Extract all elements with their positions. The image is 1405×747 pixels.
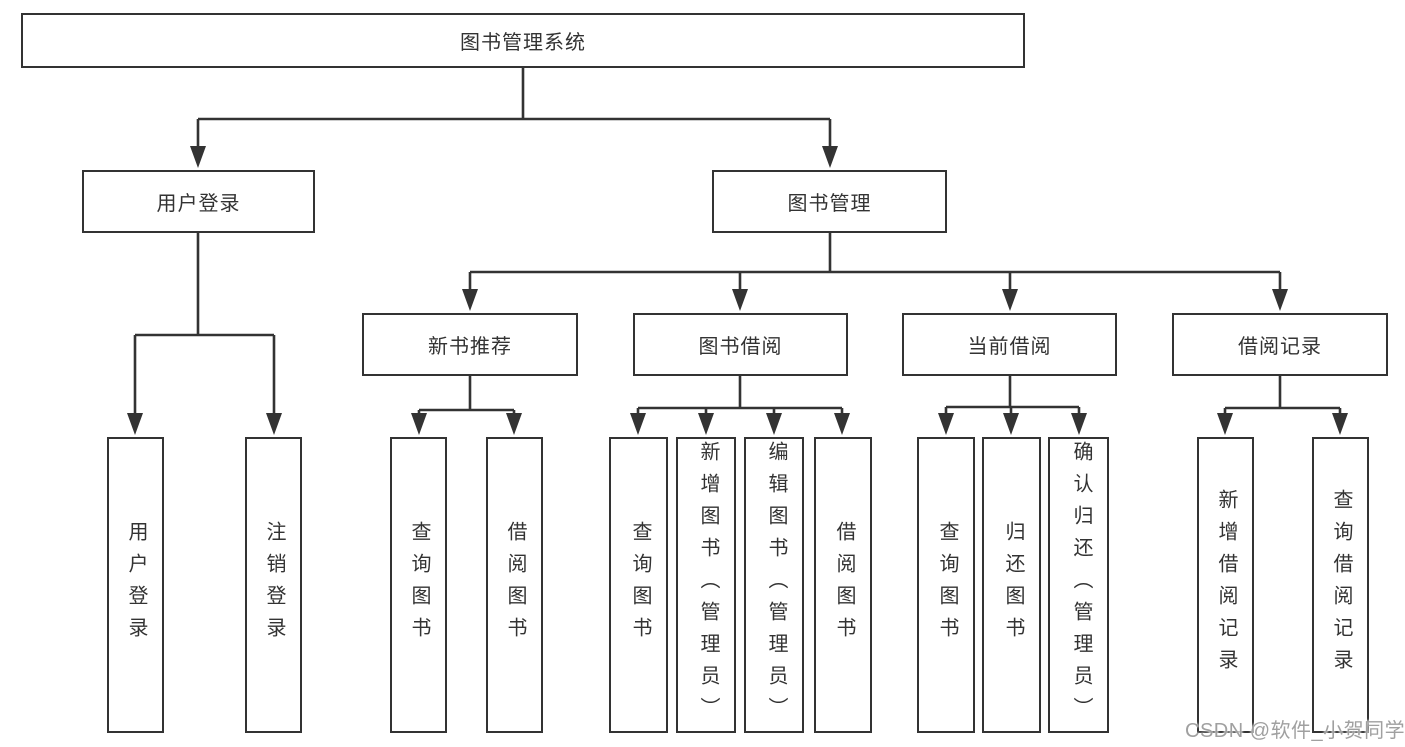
node-new-book-recommend: 新书推荐 bbox=[362, 313, 578, 376]
node-borrow-record: 借阅记录 bbox=[1172, 313, 1388, 376]
connector-current-borrow-to-leaves bbox=[938, 376, 1087, 435]
leaf-add-books-admin: 新增图书（管理员） bbox=[676, 437, 736, 733]
leaf-user-login: 用户登录 bbox=[107, 437, 164, 733]
leaf-query-books-current: 查询图书 bbox=[917, 437, 975, 733]
leaf-borrow-books-recommend: 借阅图书 bbox=[486, 437, 543, 733]
csdn-watermark: CSDN @软件_小贺同学 bbox=[1185, 720, 1405, 742]
connector-borrow-record-to-leaves bbox=[1217, 376, 1348, 435]
leaf-edit-books-admin: 编辑图书（管理员） bbox=[744, 437, 804, 733]
connector-new-book-to-leaves bbox=[411, 376, 522, 435]
node-library-management-system: 图书管理系统 bbox=[21, 13, 1025, 68]
leaf-logout: 注销登录 bbox=[245, 437, 302, 733]
node-book-borrow: 图书借阅 bbox=[633, 313, 848, 376]
leaf-add-borrow-record: 新增借阅记录 bbox=[1197, 437, 1254, 733]
connector-book-management-to-level3 bbox=[462, 233, 1288, 311]
leaf-borrow-books: 借阅图书 bbox=[814, 437, 872, 733]
connector-user-login-to-leaves bbox=[127, 233, 282, 435]
leaf-confirm-return-admin: 确认归还（管理员） bbox=[1048, 437, 1109, 733]
leaf-query-books-recommend: 查询图书 bbox=[390, 437, 447, 733]
leaf-query-borrow-record: 查询借阅记录 bbox=[1312, 437, 1369, 733]
node-book-management: 图书管理 bbox=[712, 170, 947, 233]
connector-book-borrow-to-leaves bbox=[630, 376, 850, 435]
leaf-query-books-borrow: 查询图书 bbox=[609, 437, 668, 733]
leaf-return-books: 归还图书 bbox=[982, 437, 1041, 733]
node-current-borrow: 当前借阅 bbox=[902, 313, 1117, 376]
connector-root-to-level2 bbox=[190, 68, 838, 168]
node-user-login: 用户登录 bbox=[82, 170, 315, 233]
